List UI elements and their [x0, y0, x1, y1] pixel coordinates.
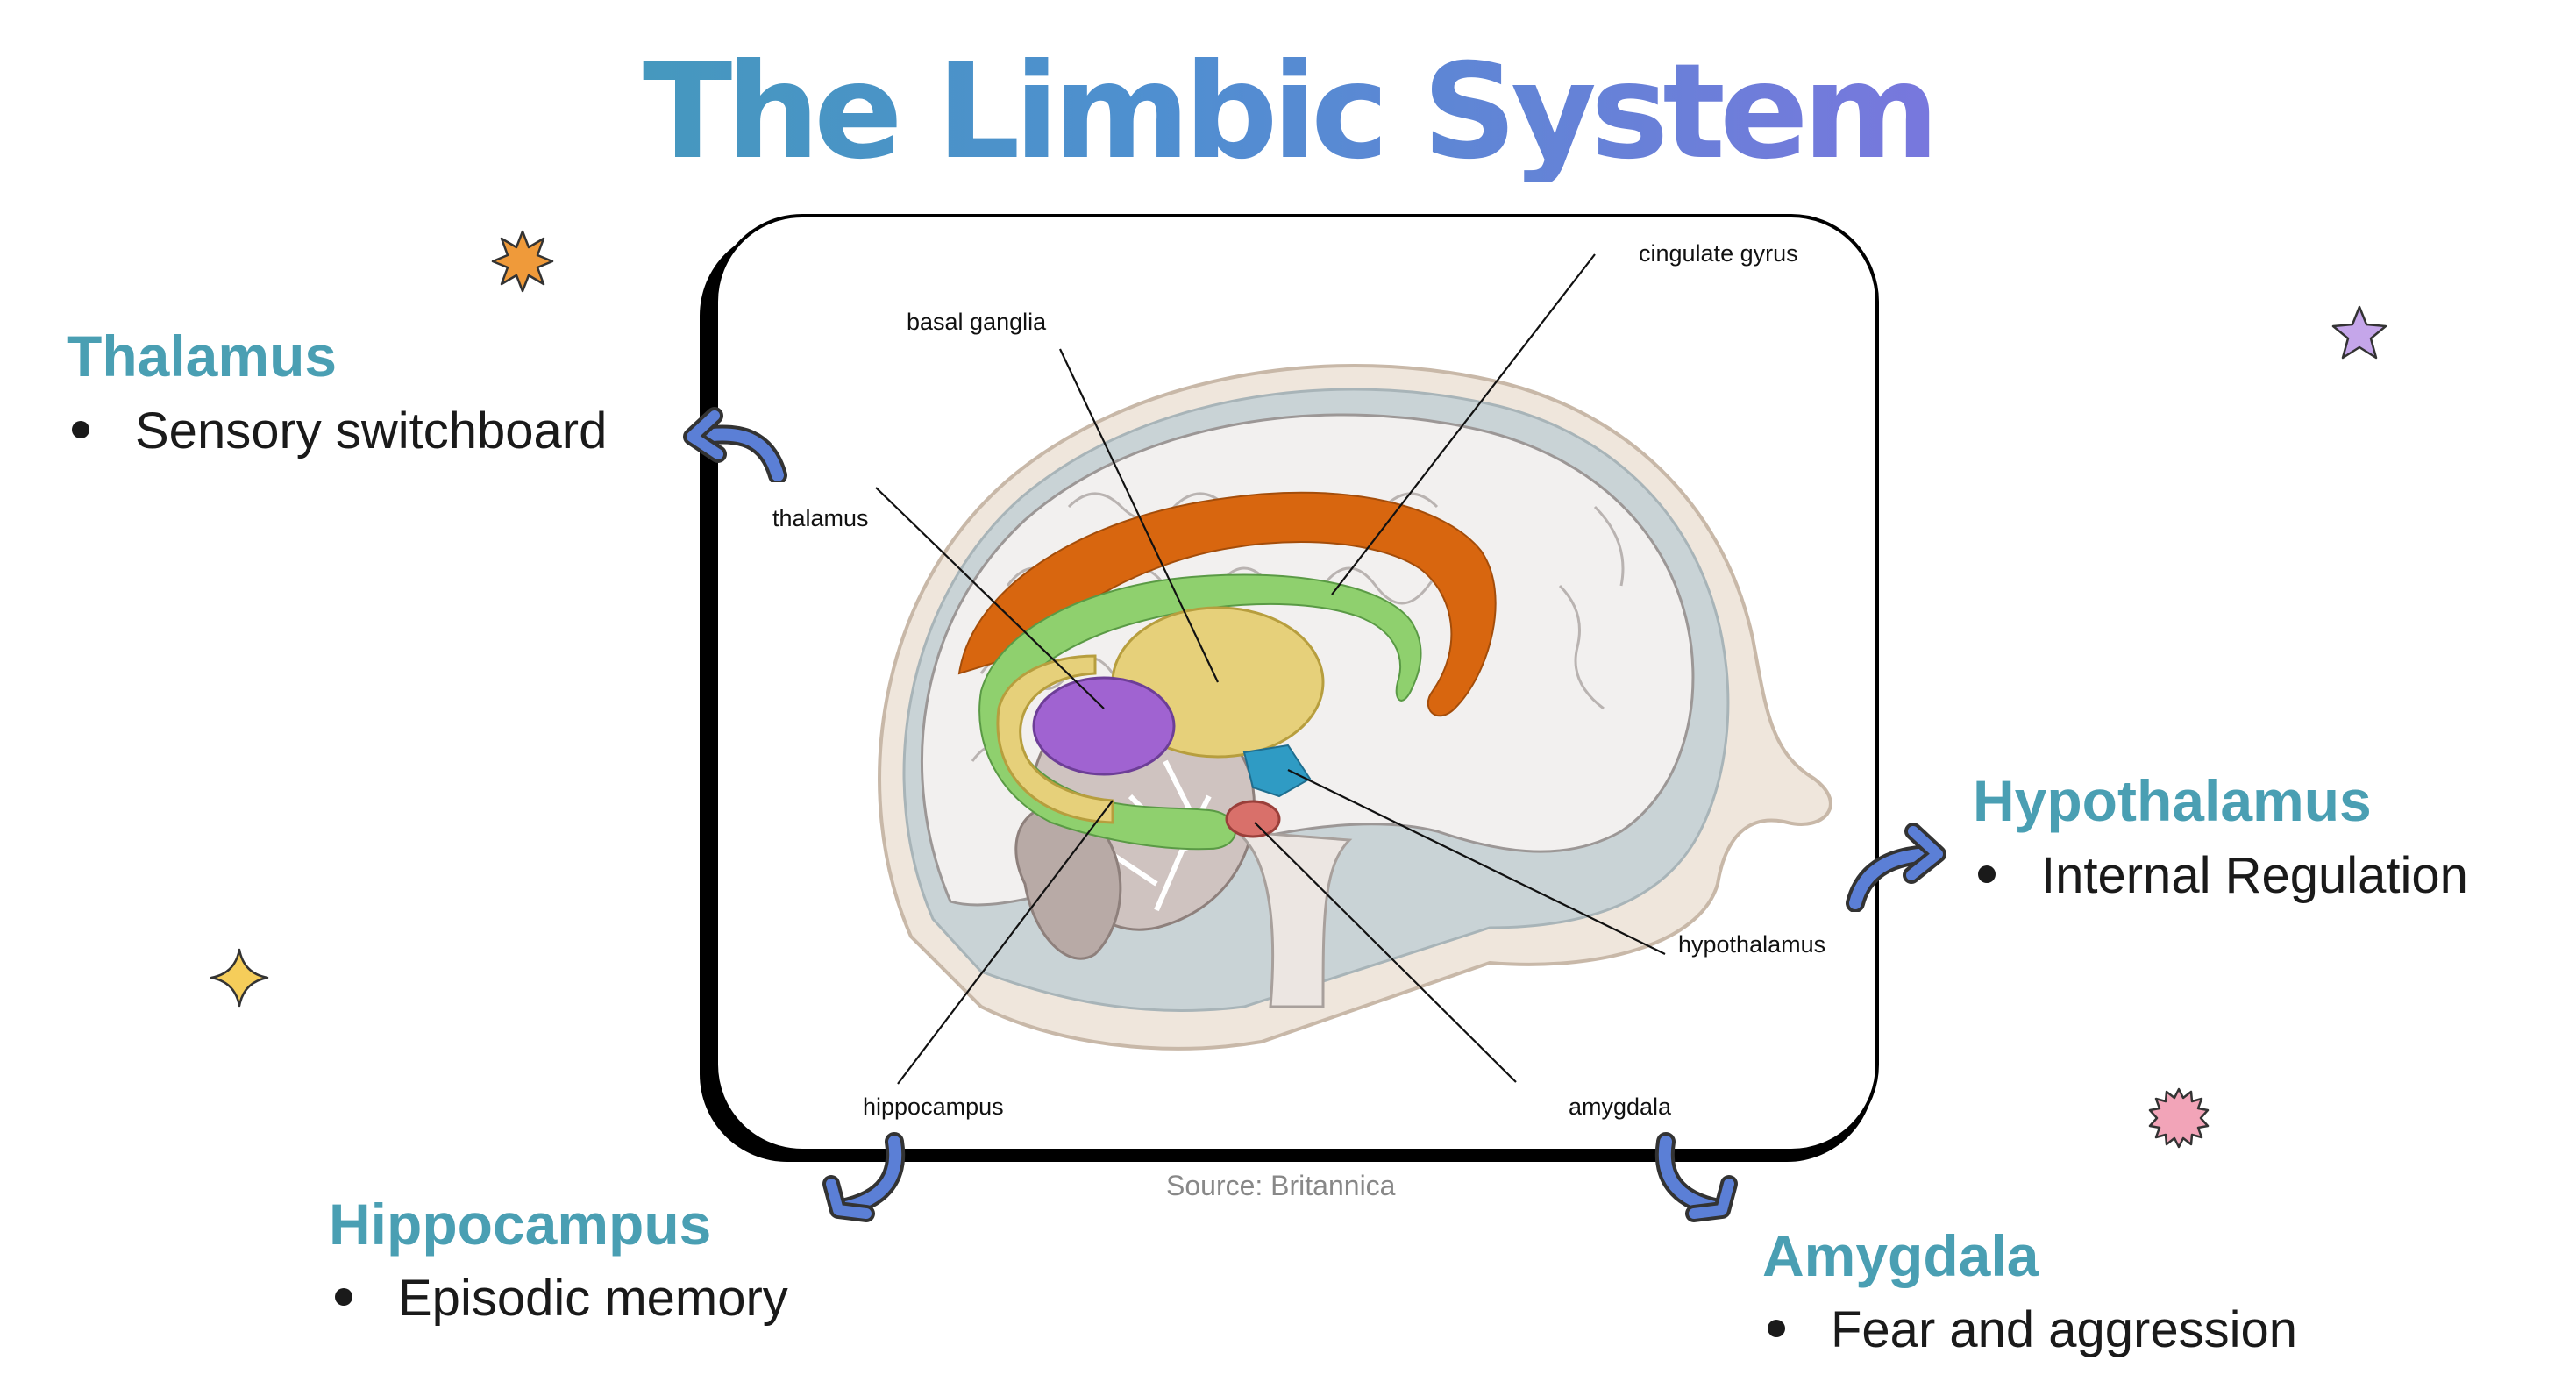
source-caption: Source: Britannica — [1166, 1170, 1396, 1201]
curved-arrow-icon — [1654, 1132, 1738, 1222]
bullet-dot — [1978, 865, 1996, 883]
bullet-dot — [335, 1287, 352, 1306]
amygdala-description: Fear and aggression — [1831, 1301, 2297, 1358]
bullet-dot — [1768, 1319, 1785, 1337]
label-basal-ganglia: basal ganglia — [907, 309, 1047, 335]
curved-arrow-icon — [683, 407, 787, 482]
thalamus-heading: Thalamus — [67, 324, 338, 388]
flower-icon — [2148, 1087, 2210, 1149]
label-cingulate-gyrus: cingulate gyrus — [1639, 240, 1798, 267]
star-icon — [2331, 305, 2387, 360]
four-point-star-icon — [210, 948, 269, 1008]
thalamus-bullet: Sensory switchboard — [72, 402, 607, 460]
amygdala-heading: Amygdala — [1762, 1223, 2039, 1288]
page-title: The Limbic System — [0, 42, 2576, 182]
hippocampus-heading: Hippocampus — [329, 1192, 712, 1257]
hippocampus-description: Episodic memory — [398, 1270, 788, 1327]
amygdala-bullet: Fear and aggression — [1768, 1300, 2297, 1359]
curved-arrow-icon — [1846, 823, 1946, 912]
label-amygdala: amygdala — [1569, 1093, 1672, 1120]
bullet-dot — [72, 420, 89, 438]
curved-arrow-icon — [822, 1132, 906, 1222]
brain-diagram: cingulate gyrus basal ganglia thalamus h… — [772, 240, 1832, 1120]
brain-diagram-card: cingulate gyrus basal ganglia thalamus h… — [715, 214, 1879, 1152]
hypothalamus-description: Internal Regulation — [2041, 847, 2468, 904]
sun-star-icon — [491, 230, 554, 293]
hypothalamus-heading: Hypothalamus — [1973, 768, 2372, 833]
label-hippocampus: hippocampus — [863, 1093, 1004, 1120]
hippocampus-bullet: Episodic memory — [335, 1269, 788, 1328]
label-thalamus: thalamus — [772, 505, 869, 531]
thalamus-description: Sensory switchboard — [135, 402, 608, 459]
hypothalamus-bullet: Internal Regulation — [1978, 846, 2468, 905]
label-hypothalamus: hypothalamus — [1678, 931, 1825, 958]
